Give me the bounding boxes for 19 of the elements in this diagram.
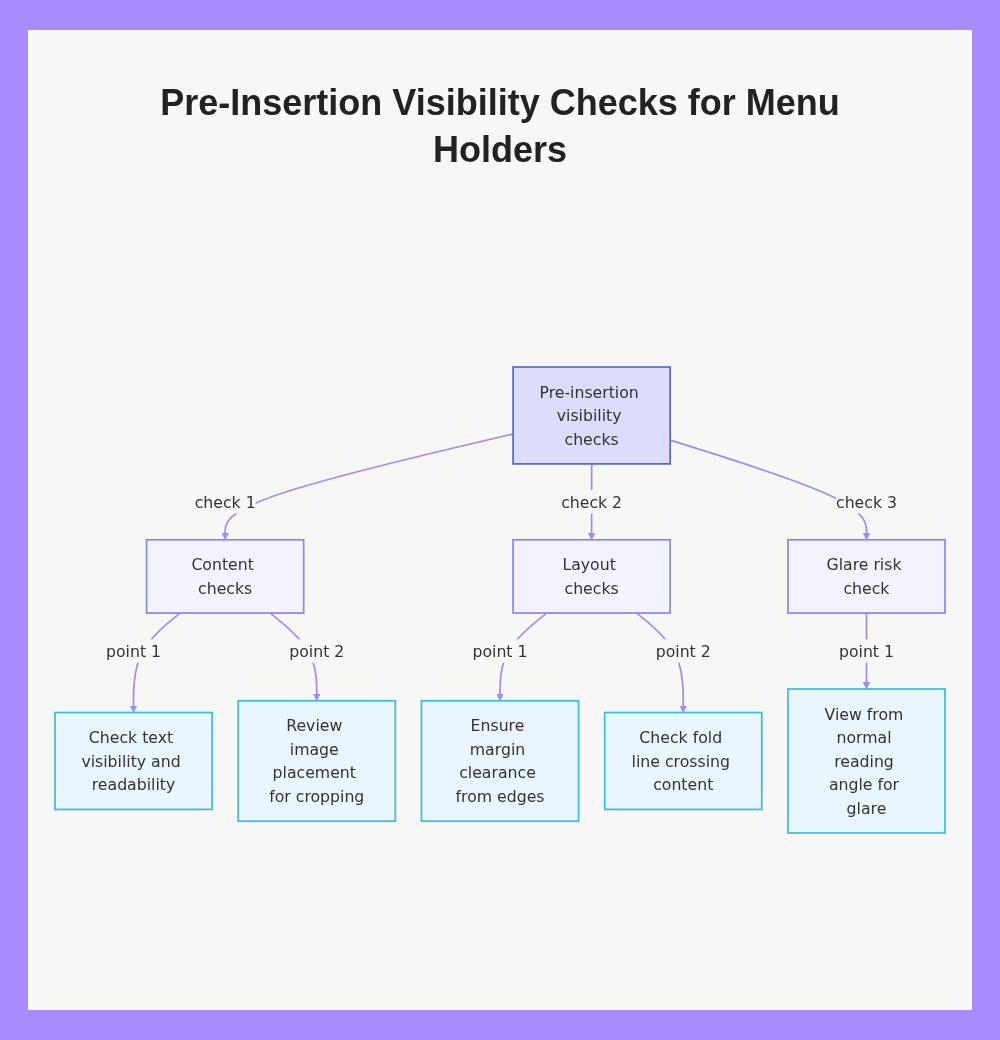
node-box: Check fold line crossing content xyxy=(603,711,763,811)
edge-label: point 2 xyxy=(655,641,711,661)
edge-label: check 2 xyxy=(561,492,623,511)
node-box: Check text visibility and readability xyxy=(54,711,213,811)
edge-label: point 1 xyxy=(472,641,528,661)
node-box: Glare risk check xyxy=(787,538,946,614)
node-box: Review image placement for cropping xyxy=(237,699,397,823)
edge-label: point 1 xyxy=(838,641,895,661)
edge-label: check 3 xyxy=(836,492,897,511)
edge-label: point 2 xyxy=(289,641,345,661)
edge-label: check 1 xyxy=(194,492,256,511)
edge-label: point 1 xyxy=(105,641,162,661)
node-box: View from normal reading angle for glare xyxy=(787,688,946,834)
arrow xyxy=(221,433,514,541)
node-box: Pre-insertion visibility checks xyxy=(512,366,672,465)
diagram-title: Pre-Insertion Visibility Checks for Menu Holders xyxy=(159,81,841,172)
node-box: Layout checks xyxy=(512,538,672,614)
node-box: Ensure margin clearance from edges xyxy=(420,699,580,823)
node-box: Content checks xyxy=(145,538,305,614)
